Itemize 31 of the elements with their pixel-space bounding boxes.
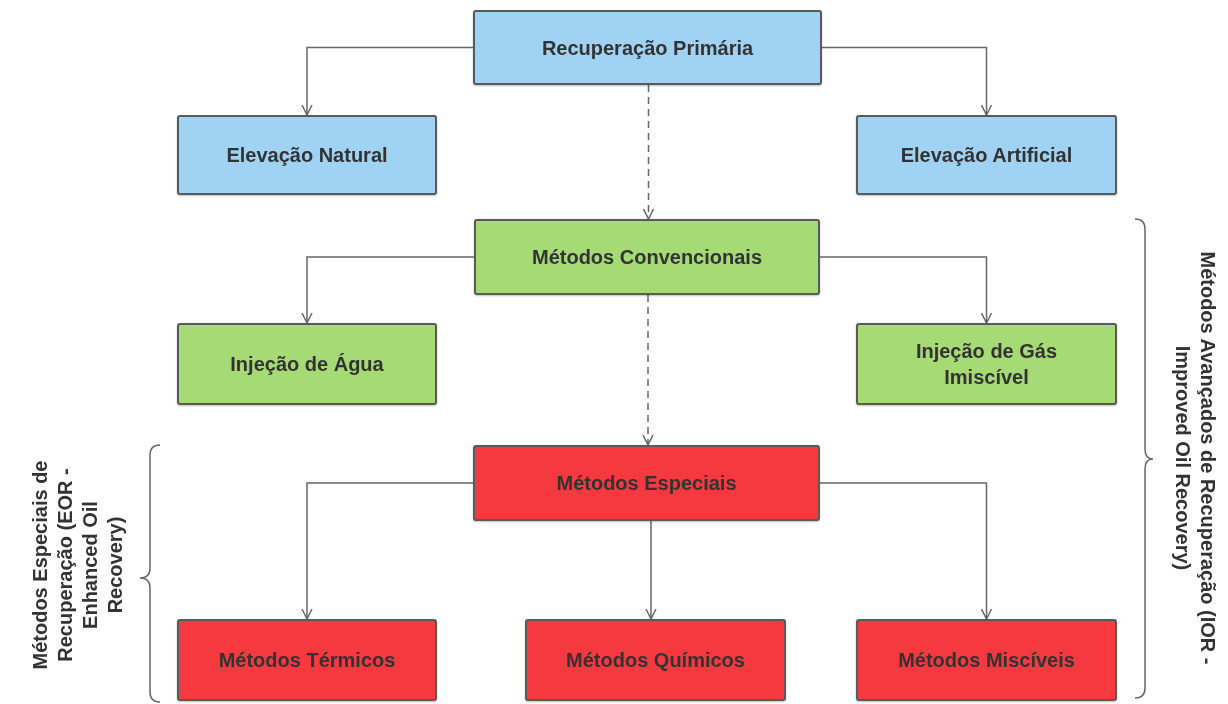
process-box (473, 445, 820, 521)
node-label: Métodos Especiais (555, 471, 738, 496)
process-box (474, 219, 820, 295)
arrow (301, 46, 474, 116)
process-box (856, 619, 1117, 701)
bracket-label: Métodos Avançados de Recuperação (IOR - Improved Oil Recovery) (1171, 250, 1220, 667)
process-box (177, 323, 437, 405)
node-label: Métodos Convencionais (531, 245, 763, 270)
arrow (819, 256, 993, 324)
process-box (177, 619, 437, 701)
node-label: Elevação Natural (225, 143, 389, 168)
node-label: Métodos Químicos (565, 648, 746, 673)
process-box (856, 323, 1117, 405)
process-box (525, 619, 786, 701)
arrow (645, 520, 657, 620)
arrow (301, 482, 474, 620)
dashed-arrow (642, 294, 654, 446)
dashed-arrow (642, 84, 655, 220)
arrow (301, 256, 475, 324)
process-box (177, 115, 437, 195)
node-label: Injeção de Gás Imiscível (914, 339, 1059, 390)
arrow (821, 46, 993, 116)
node-label: Métodos Miscíveis (897, 648, 1076, 673)
node-label: Injeção de Água (229, 352, 385, 377)
arrow (819, 482, 993, 620)
bracket-label: Métodos Especiais de Recuperação (EOR - Enhanced Oil Recovery) (27, 459, 127, 672)
node-label: Recuperação Primária (540, 35, 755, 61)
process-box (856, 115, 1117, 195)
node-label: Métodos Térmicos (217, 648, 397, 673)
process-box (473, 10, 822, 85)
node-label: Elevação Artificial (899, 143, 1074, 168)
